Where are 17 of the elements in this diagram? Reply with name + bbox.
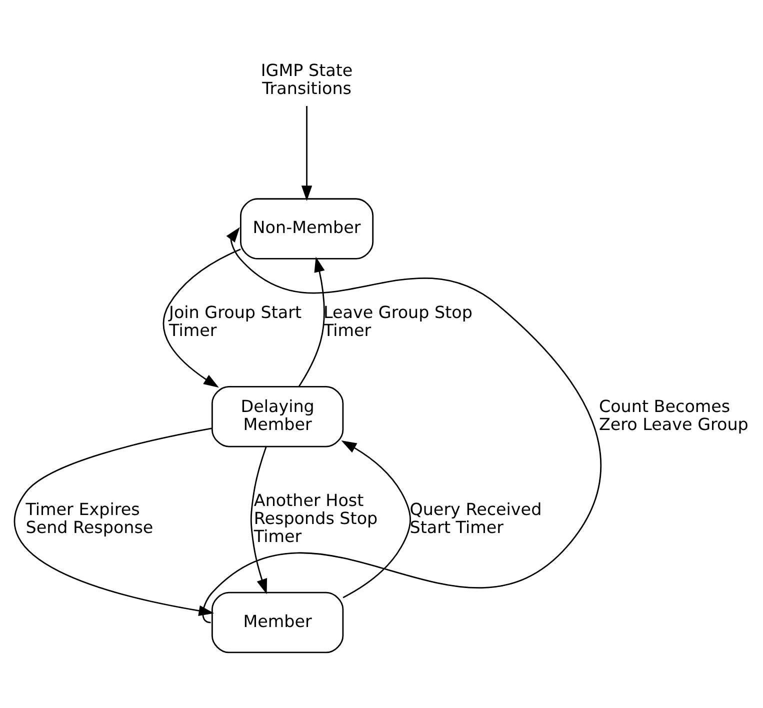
arrow [162,248,241,388]
edge-label: Query Received Start Timer [410,500,542,537]
arrow [202,227,602,624]
edge-label: Count Becomes Zero Leave Group [598,396,748,434]
node-text: IGMP State Transitions [260,60,353,98]
arrow [341,440,411,598]
arrow [298,256,325,387]
node-box: Delaying Member [211,386,344,448]
node-box: Non-Member [240,198,374,260]
arrow [14,428,214,616]
edge-label: Timer Expires Send Response [26,500,154,537]
edge-label: Another Host Responds Stop Timer [254,490,378,546]
arrow [301,106,312,201]
edge-label: Leave Group Stop Timer [323,302,472,340]
node-box: Member [211,592,344,654]
arrow [250,446,268,594]
edge-label: Join Group Start Timer [169,302,302,340]
